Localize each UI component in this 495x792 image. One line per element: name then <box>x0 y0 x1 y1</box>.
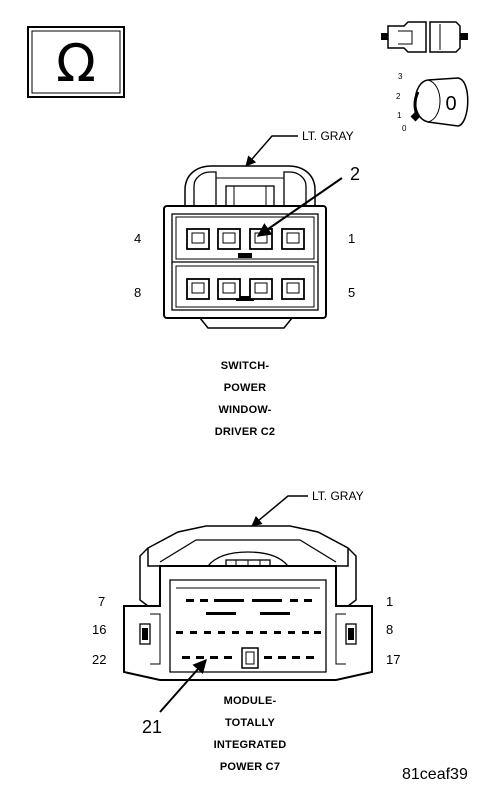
connector-plug-icon <box>381 21 468 53</box>
switch-position-3: 3 <box>398 72 403 81</box>
c2-pin-label-bottom-left: 8 <box>134 285 141 300</box>
key-position-zero: 0 <box>445 93 456 115</box>
c7-title-line: INTEGRATED <box>213 739 287 751</box>
c2-title-line: DRIVER C2 <box>214 426 276 438</box>
c2-pin-label-top-right: 1 <box>348 231 355 246</box>
c2-cavities-row1 <box>186 228 305 250</box>
switch-position-0: 0 <box>402 124 407 133</box>
c7-title-line: MODULE- <box>223 695 277 707</box>
figure-id: 81ceaf39 <box>402 766 468 783</box>
c7-wire-color-leader <box>251 495 308 527</box>
c7-terminals-row3 <box>182 656 314 659</box>
c7-callout-arrow <box>159 658 207 713</box>
c2-pin-label-bottom-right: 5 <box>348 285 355 300</box>
ohm-icon: Ω <box>56 34 96 94</box>
connector-c2: LT. GRAY 2 4 1 8 5 <box>134 129 360 329</box>
c2-pin-label-top-left: 4 <box>134 231 141 246</box>
c2-title-line: SWITCH- <box>220 360 270 372</box>
c7-pin-label-row1-left: 7 <box>98 594 105 609</box>
c2-cavities-row2 <box>186 278 305 300</box>
c2-callout-arrow <box>256 177 343 237</box>
ohm-symbol: Ω <box>27 26 125 98</box>
c7-title-line: TOTALLY <box>224 717 276 729</box>
c7-pin-label-row3-right: 17 <box>386 652 400 667</box>
c2-title-line: POWER <box>223 382 267 394</box>
c7-pin-label-row2-right: 8 <box>386 622 393 637</box>
connector-c7: LT. GRAY 21 7 1 16 8 22 17 <box>92 489 400 737</box>
switch-position-1: 1 <box>397 111 402 120</box>
c2-wire-color-leader <box>245 135 298 167</box>
c7-pin-label-row3-left: 22 <box>92 652 106 667</box>
c7-terminals-row1 <box>186 599 312 615</box>
c2-wire-color: LT. GRAY <box>302 129 354 143</box>
c7-wire-color: LT. GRAY <box>312 489 364 503</box>
c7-pin-label-row1-right: 1 <box>386 594 393 609</box>
c7-callout-number: 21 <box>142 717 162 737</box>
ignition-switch-icon: 3 2 1 0 0 <box>396 72 469 133</box>
c7-pin-label-row2-left: 16 <box>92 622 106 637</box>
c7-title-line: POWER C7 <box>219 761 281 773</box>
switch-position-2: 2 <box>396 92 401 101</box>
c7-terminals-row2 <box>176 631 321 634</box>
c7-connector-title: MODULE- TOTALLY INTEGRATED POWER C7 <box>180 690 320 778</box>
c2-title-line: WINDOW- <box>218 404 272 416</box>
c2-callout-number: 2 <box>350 164 360 184</box>
c2-connector-title: SWITCH- POWER WINDOW- DRIVER C2 <box>180 355 310 443</box>
